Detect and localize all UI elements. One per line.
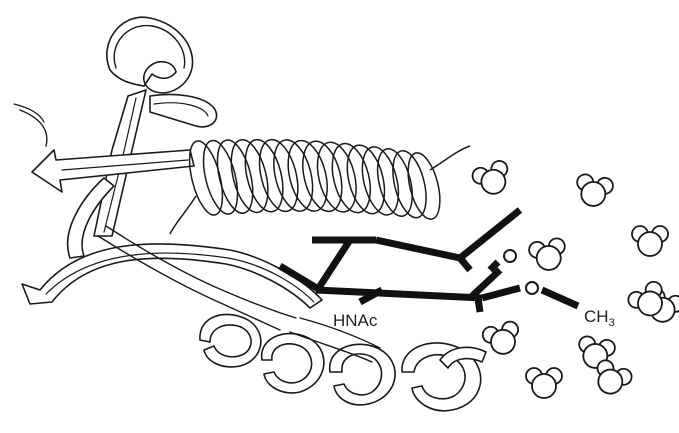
- helix-turn: [225, 136, 275, 216]
- water-molecule: [526, 368, 562, 398]
- helix-turn: [282, 136, 334, 215]
- bond-bottom-right-down: [478, 298, 480, 312]
- water-molecule: [573, 173, 614, 209]
- water-molecules: [470, 159, 679, 400]
- acetamido-label: HNAc: [333, 311, 378, 330]
- methyl-label: CH3: [584, 307, 615, 329]
- beta-hairpin-loop: [94, 17, 217, 236]
- helix-turn: [267, 136, 319, 215]
- water-molecule: [481, 320, 524, 358]
- alpha-helix: [170, 136, 470, 234]
- water-molecule: [528, 237, 569, 273]
- bond-top-mid: [376, 240, 460, 258]
- bond-ring-vertical-right: [460, 258, 470, 270]
- helix-turn: [296, 137, 348, 215]
- helix-turn: [311, 138, 363, 216]
- bond-to-methyl: [542, 290, 578, 306]
- helix-turn: [239, 136, 290, 216]
- water-molecule: [632, 226, 668, 256]
- ring-oxygen-marker: [504, 250, 516, 262]
- bond-to-glycosidic-o: [482, 288, 520, 298]
- water-molecule: [470, 159, 514, 200]
- bond-bottom-main: [316, 290, 482, 298]
- glycosidic-oxygen-marker: [526, 282, 538, 294]
- bond-left-diagonal: [320, 240, 350, 286]
- lower-beta-strand: [22, 178, 322, 308]
- helix-turn: [253, 136, 305, 216]
- sugar-ligand: HNAc CH3: [280, 210, 615, 330]
